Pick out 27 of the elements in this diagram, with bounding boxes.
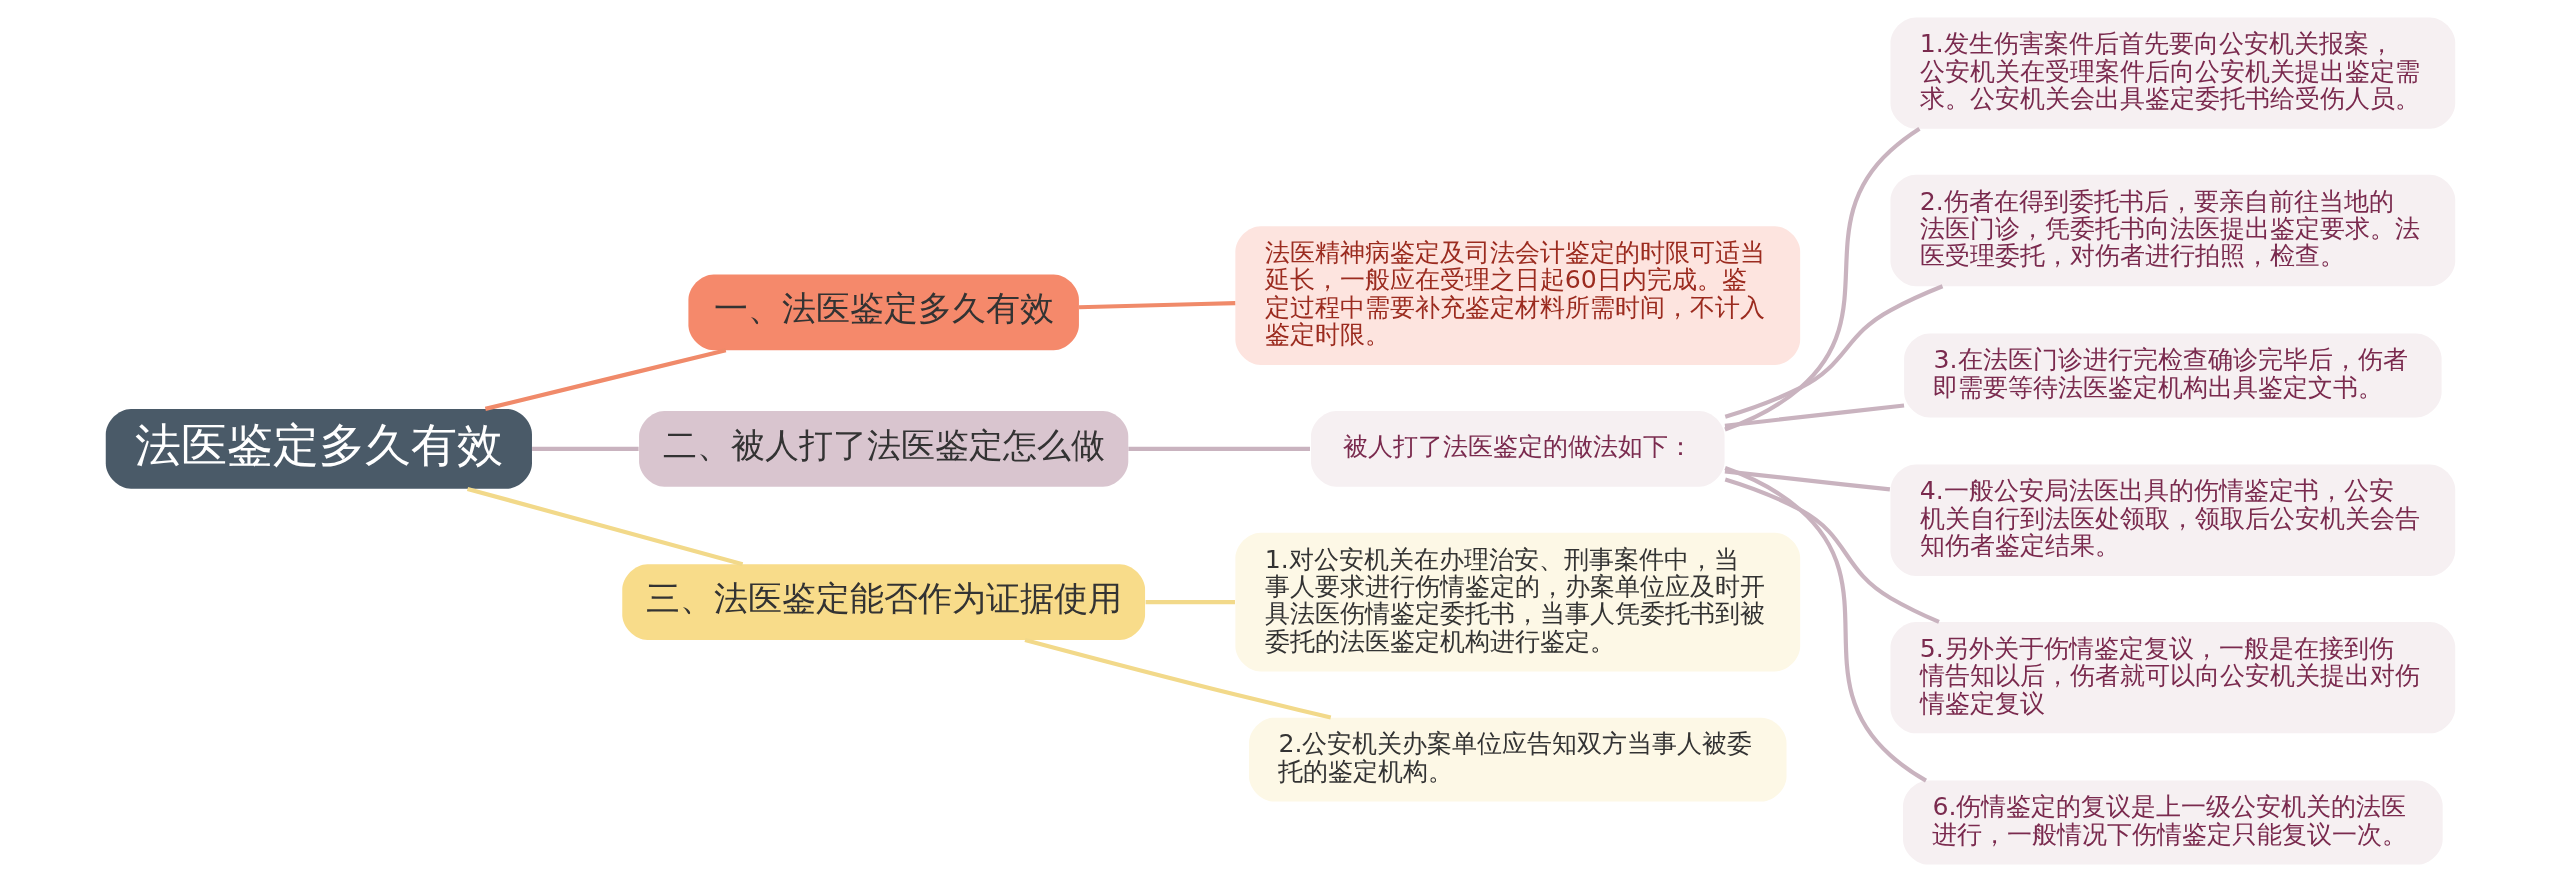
node-box: 2.公安机关办案单位应告知双方当事人被委托的鉴定机构。 xyxy=(1248,717,1786,802)
node-box: 1.发生伤害案件后首先要向公安机关报案，公安机关在受理案件后向公安机关提出鉴定需求。公安机关会出具鉴定委托书给受伤人员。 xyxy=(1889,16,2455,129)
node-box: 法医鉴定多久有效 xyxy=(105,408,532,489)
node-box: 二、被人打了法医鉴定怎么做 xyxy=(638,410,1128,487)
connector xyxy=(1723,465,1927,782)
connector xyxy=(1145,599,1235,604)
node-box: 3.在法医门诊进行完检查确诊完毕后，伤者即需要等待法医鉴定机构出具鉴定文书。 xyxy=(1903,332,2442,417)
node-box: 被人打了法医鉴定的做法如下： xyxy=(1310,410,1725,487)
connector xyxy=(1724,476,1940,624)
node-box: 1.对公安机关在办理治安、刑事案件中，当事人要求进行伤情鉴定的，办案单位应及时开具法医伤情鉴定委托书，当事人凭委托书到被委托的法医鉴定机构进行鉴定。 xyxy=(1234,532,1800,671)
node-box: 三、法医鉴定能否作为证据使用 xyxy=(621,563,1145,640)
node-box: 一、法医鉴定多久有效 xyxy=(687,274,1079,350)
node-box: 法医精神病鉴定及司法会计鉴定的时限可适当延长，一般应在受理之日起60日内完成。鉴定过程中需要补充鉴定材料所需时间，不计入鉴定时限。 xyxy=(1234,225,1800,365)
connector xyxy=(1023,637,1331,720)
connector xyxy=(1724,402,1904,428)
connector xyxy=(1078,300,1235,309)
connector xyxy=(466,486,743,566)
connector xyxy=(1127,446,1310,451)
connector xyxy=(1724,283,1943,419)
connector xyxy=(531,446,639,451)
node-box: 4.一般公安局法医出具的伤情鉴定书，公安机关自行到法医处领取，领取后公安机关会告知伤者鉴定结果。 xyxy=(1889,464,2455,576)
connector xyxy=(1724,468,1890,492)
node-box: 5.另外关于伤情鉴定复议，一般是在接到伤情告知以后，伤者就可以向公安机关提出对伤情鉴定复议 xyxy=(1889,621,2455,733)
connector xyxy=(1723,126,1921,431)
connector xyxy=(484,347,726,411)
node-box: 6.伤情鉴定的复议是上一级公安机关的法医进行，一般情况下伤情鉴定只能复议一次。 xyxy=(1902,780,2443,865)
node-box: 2.伤者在得到委托书后，要亲自前往当地的法医门诊，凭委托书向法医提出鉴定要求。法医受理委托，对伤者进行拍照，检查。 xyxy=(1889,174,2455,286)
